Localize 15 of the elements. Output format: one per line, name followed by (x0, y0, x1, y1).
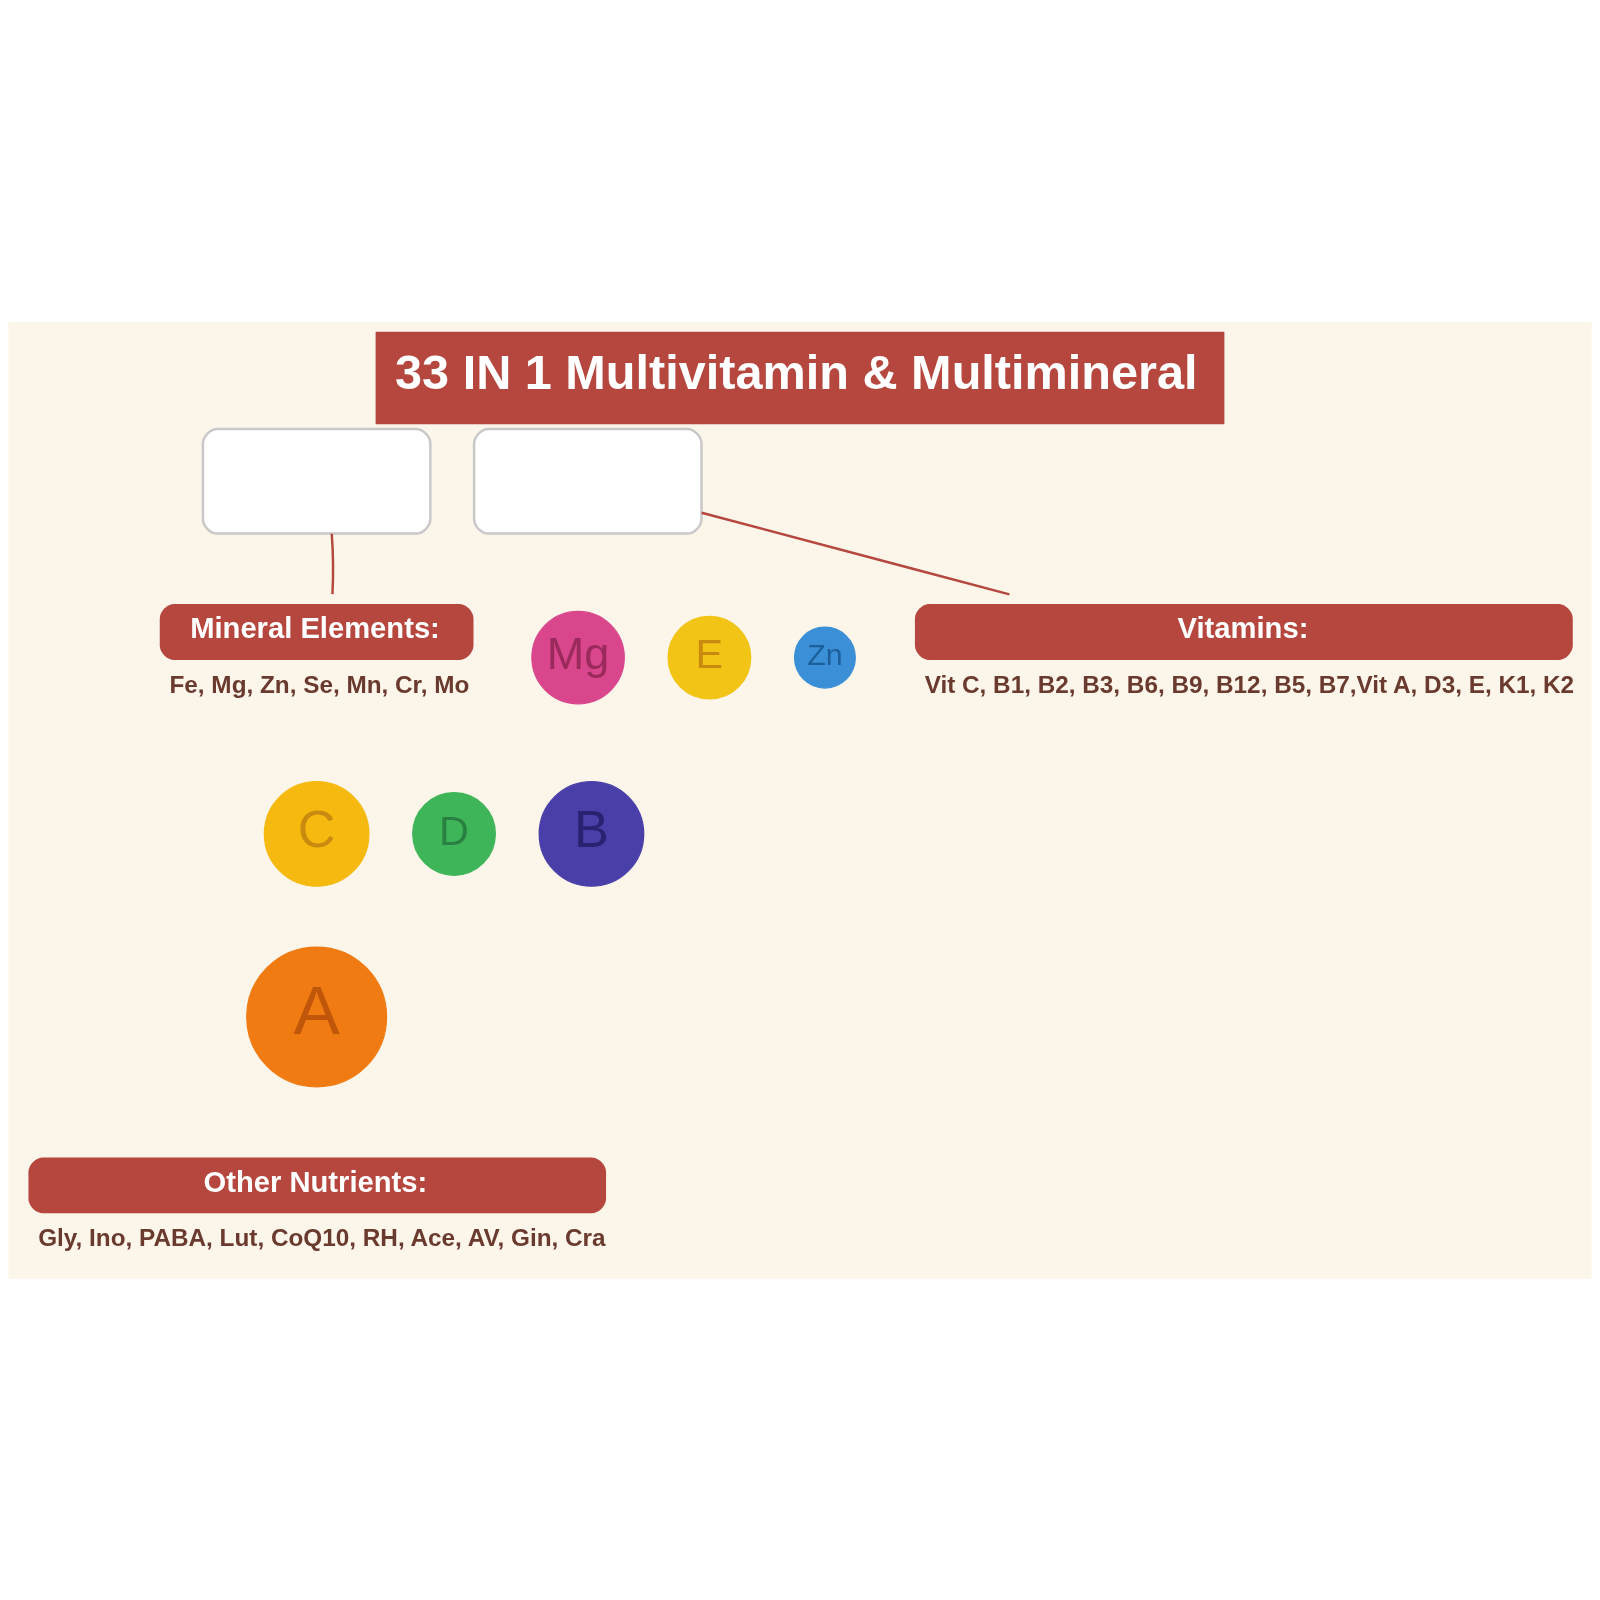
diagram-title: 33 IN 1 Multivitamin & Multimineral (395, 344, 1198, 399)
node-label: Gly, Ino, PABA, Lut, CoQ10, RH, Ace, AV, Gin, Cra (38, 1223, 606, 1251)
node-circle: Mg (531, 610, 625, 704)
connector (330, 533, 335, 594)
node-box (472, 427, 703, 535)
node-box: Mineral Elements: (159, 603, 474, 660)
node-box: Vitamins: (914, 603, 1573, 660)
node-label: Fe, Mg, Zn, Se, Mn, Cr, Mo (169, 670, 470, 698)
node-box: Other Nutrients: (28, 1156, 607, 1213)
node-box (201, 427, 432, 535)
node-circle: E (667, 615, 752, 700)
node-circle: B (538, 780, 645, 887)
node-label: Vit C, B1, B2, B3, B6, B9, B12, B5, B7,Vit A, D3, E, K1, K2 (924, 670, 1575, 698)
connector (701, 511, 1010, 596)
node-circle: Zn (793, 626, 856, 689)
